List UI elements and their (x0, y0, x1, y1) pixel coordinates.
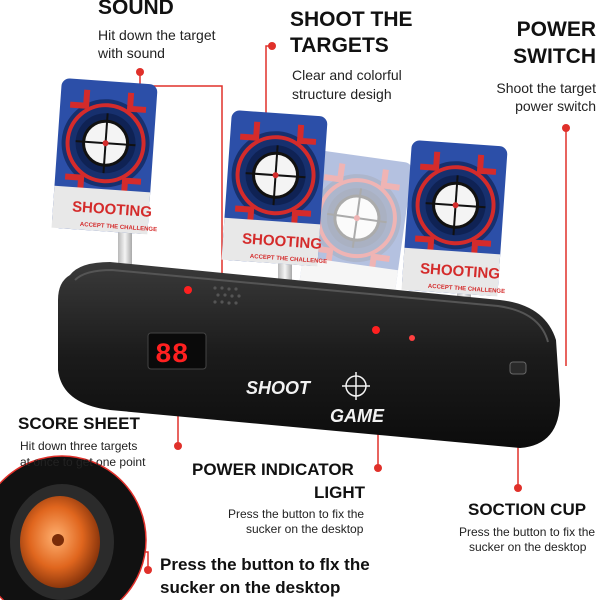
crosshair-icon (342, 372, 370, 400)
sound-desc-line-1: Hit down the target (98, 27, 216, 43)
shoot-targets-title-line-2: TARGETS (290, 34, 389, 57)
annotation-dots (136, 42, 570, 574)
target-left-sublabel: ACCEPT THE CHALLENGE (80, 222, 158, 233)
score-display (147, 332, 207, 370)
sound-title: SOUND (98, 0, 174, 19)
suction-cup-title: SOCTION CUP (468, 500, 587, 519)
suction-cup-closeup (0, 455, 147, 600)
power-switch-title-line-2: SWITCH (513, 45, 596, 68)
target-left-label: SHOOTING (72, 198, 153, 221)
logo-game: GAME (330, 406, 385, 426)
score-sheet-desc-line-2: at once to get one point (20, 455, 146, 469)
target-right-label: SHOOTING (420, 260, 501, 283)
indicator-led (372, 326, 380, 334)
shoot-targets-desc-line-1: Clear and colorful (292, 67, 402, 83)
shoot-targets-title-line-1: SHOOT THE (290, 8, 413, 31)
power-switch-title-line-1: POWER (516, 18, 596, 41)
power-indicator-title-line-2: LIGHT (314, 483, 365, 502)
suction-cup-desc-line-2: sucker on the desktop (469, 540, 587, 554)
score-display-digits: 88 (155, 340, 189, 371)
power-indicator-title-line-1: POWER INDICATOR (192, 460, 354, 479)
power-switch-desc-line-1: Shoot the target (496, 80, 596, 96)
speaker-grille (213, 286, 241, 305)
power-switch (509, 361, 527, 375)
shoot-targets-desc-line-2: structure desigh (292, 86, 392, 102)
logo-shoot: SHOOT (246, 378, 312, 398)
target-middle-label: SHOOTING (242, 230, 323, 253)
target-middle-sublabel: ACCEPT THE CHALLENGE (250, 254, 328, 265)
target-right-sublabel: ACCEPT THE CHALLENGE (428, 284, 506, 295)
power-indicator-desc-line-1: Press the button to fix the (228, 507, 365, 521)
score-sheet-title: SCORE SHEET (18, 414, 140, 433)
bottom-caption-line-2: sucker on the desktop (160, 578, 341, 597)
bottom-caption-line-1: Press the button to flx the (160, 555, 370, 574)
suction-cup-desc-line-1: Press the button to fix the (459, 525, 596, 539)
sound-desc-line-2: with sound (98, 45, 165, 61)
power-indicator-desc-line-2: sucker on the desktop (246, 522, 364, 536)
score-sheet-desc-line-1: Hit down three targets (20, 439, 138, 453)
base-unit (58, 262, 560, 448)
sound-led (184, 286, 192, 294)
power-switch-desc-line-2: power switch (515, 98, 596, 114)
